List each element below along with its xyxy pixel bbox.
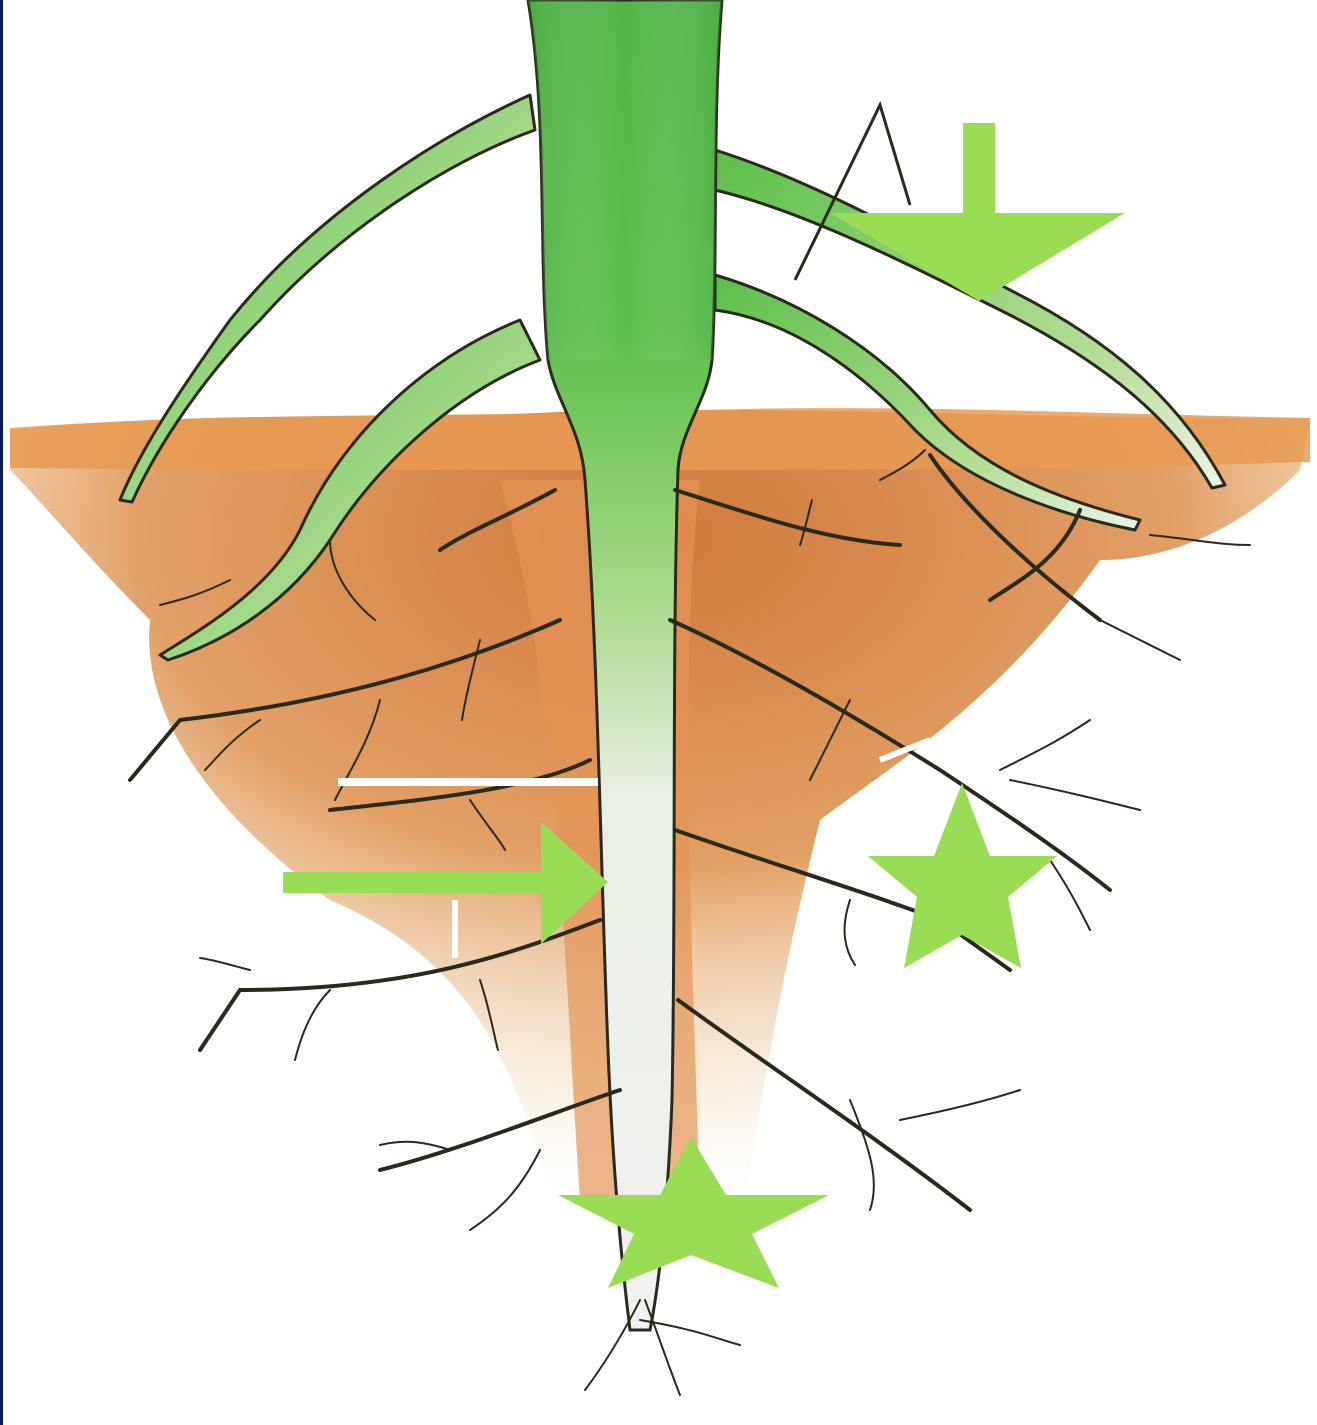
- arrow-down-icon: [830, 123, 1125, 301]
- star-icon: [868, 783, 1057, 968]
